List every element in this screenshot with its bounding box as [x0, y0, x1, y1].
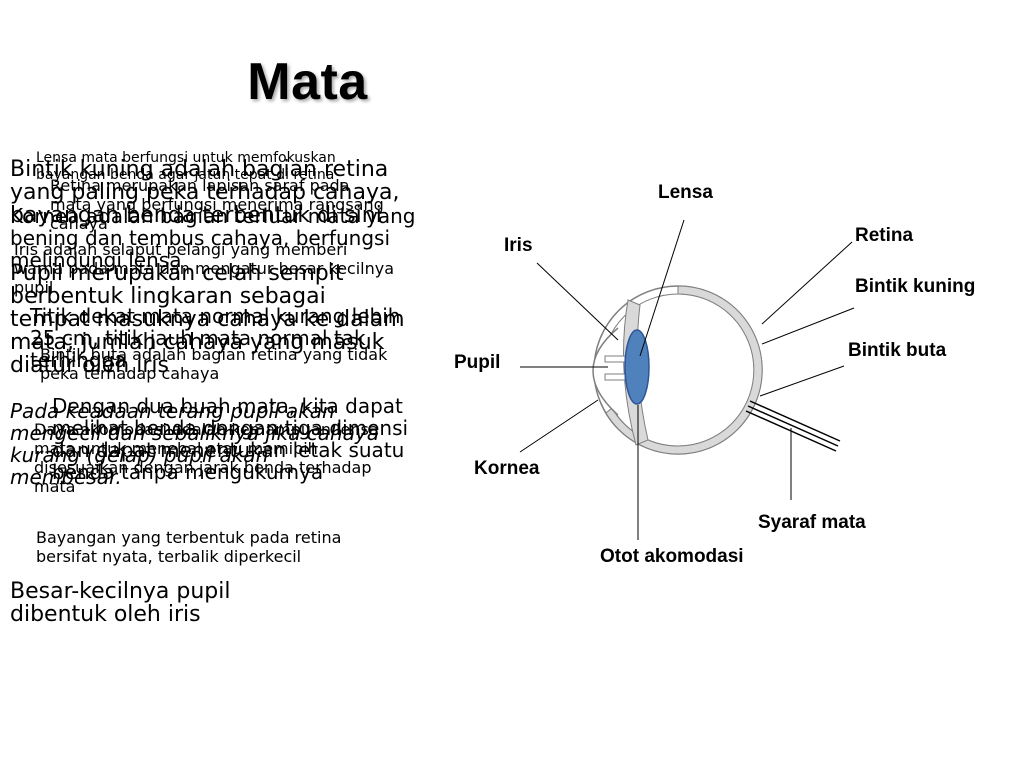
text-block-pupil: Pupil merupakan celah sempit berbentuk l… [10, 261, 405, 378]
text-block-besar-kecil-pupil: Besar-kecilnya pupil dibentuk oleh iris [10, 579, 231, 627]
label-bintik-buta: Bintik buta [848, 340, 947, 361]
lens-shape [624, 329, 650, 405]
eye-diagram: Lensa Iris Retina Bintik kuning Bintik b… [440, 160, 1024, 580]
text-block-titik-dekat: Titik dekat mata normal kurang lebih 25 … [30, 304, 401, 372]
iris-upper [604, 355, 626, 363]
label-kornea: Kornea [474, 458, 540, 479]
text-block-kornea: Kornea adalah bagian terluar mata yang b… [10, 204, 416, 272]
label-lensa: Lensa [658, 182, 713, 203]
leader-retina [761, 241, 853, 325]
leader-kornea [519, 399, 599, 453]
text-block-dua-mata: Dengan dua buah mata, kita dapat melihat… [52, 394, 409, 484]
optic-nerve-line-2 [749, 400, 841, 442]
text-block-iris: Iris adalah selaput pelangi yang memberi… [14, 240, 395, 297]
leader-lensa [639, 219, 685, 357]
text-block-retina: Retina merupakan lapisan saraf pada mata… [50, 176, 384, 233]
text-block-lensa: Lensa mata berfungsi untuk memfokuskan b… [36, 150, 336, 183]
eye-diagram-svg: Lensa Iris Retina Bintik kuning Bintik b… [454, 182, 975, 567]
label-iris: Iris [504, 235, 533, 256]
cornea [592, 327, 619, 416]
text-block-bintik-buta: Bintik buta adalah bagian retina yang ti… [40, 345, 388, 383]
text-block-bintik-kuning: Bintik kuning adalah bagian retina yang … [10, 157, 400, 228]
leader-bintik-buta [759, 365, 845, 397]
iris-lower [604, 373, 626, 381]
label-pupil: Pupil [454, 352, 500, 373]
text-block-bayangan: Bayangan yang terbentuk pada retina bers… [36, 528, 342, 566]
optic-nerve-line-1 [747, 405, 839, 447]
label-otot-akomodasi: Otot akomodasi [600, 546, 744, 567]
leader-bintik-kuning [761, 307, 855, 345]
label-retina: Retina [855, 225, 914, 246]
label-bintik-kuning: Bintik kuning [855, 276, 975, 297]
text-block-akomodasi: Daya akomodasi adalah kemampuan lensa ma… [34, 420, 379, 496]
label-syaraf-mata: Syaraf mata [758, 512, 866, 533]
leader-iris [536, 262, 619, 341]
sclera-band [605, 285, 763, 455]
slide-title: Mata [247, 53, 368, 111]
text-block-pupil-italic: Pada keadaan terang pupil akan mengecil … [10, 399, 379, 489]
